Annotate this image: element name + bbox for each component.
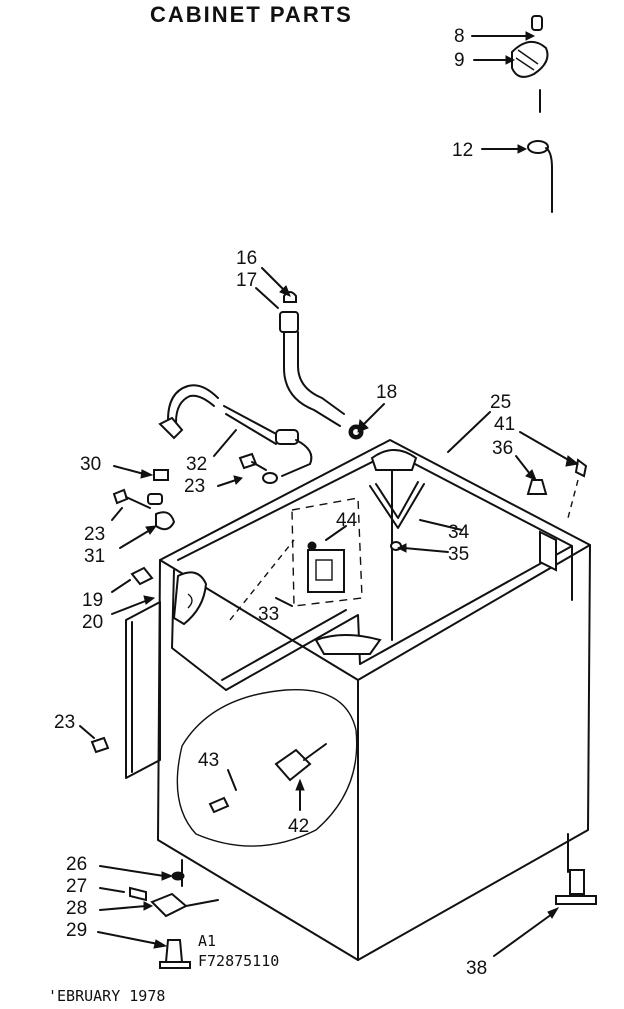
callout-35: 35 [448,544,469,565]
callout-16: 16 [236,248,257,269]
fill-tube [158,384,313,477]
callout-28: 28 [66,898,87,919]
callout-32-arrow [213,429,237,457]
control-assembly [229,497,363,621]
callout-17: 17 [236,270,257,291]
callout-arrows-top [471,31,536,154]
callout-44: 44 [336,510,358,531]
callout-23-top: 23 [184,476,205,497]
callout-34: 34 [448,522,470,543]
cabinet-body [157,439,591,961]
callout-41: 41 [494,414,515,435]
callout-8: 8 [454,26,465,47]
callout-31: 31 [84,546,105,567]
callout-36: 36 [492,438,513,459]
model-number: F72875110 [198,952,279,970]
callout-9: 9 [454,50,465,71]
callout-18: 18 [376,382,397,403]
callout-arrows-left [111,465,243,549]
callout-12: 12 [452,140,473,161]
callout-26: 26 [66,854,87,875]
callout-19: 19 [82,590,103,611]
callout-25: 25 [490,392,511,413]
inlet-hose [279,291,364,440]
diagram-title: CABINET PARTS [150,2,353,27]
callout-33: 33 [258,604,279,625]
right-side-parts [526,458,588,519]
clip-parts [112,452,278,531]
callout-arrows-bottom [97,865,560,957]
callout-30: 30 [80,454,101,475]
callout-arrows-right [447,411,580,481]
rear-panel [90,566,161,779]
callout-32: 32 [186,454,207,475]
callout-23-lower: 23 [54,712,75,733]
footer-date: 'EBRUARY 1978 [48,987,165,1005]
callout-29: 29 [66,920,87,941]
callout-42: 42 [288,816,309,837]
callout-27: 27 [66,876,87,897]
model-prefix: A1 [198,932,216,950]
callout-20: 20 [82,612,103,633]
callout-38: 38 [466,958,487,979]
callout-arrows-mid [79,519,463,811]
front-leg-parts [129,869,597,969]
callout-43: 43 [198,750,219,771]
hose-clamp-assembly [511,15,553,213]
callout-23-left: 23 [84,524,105,545]
callout-arrows-hose [255,267,385,433]
